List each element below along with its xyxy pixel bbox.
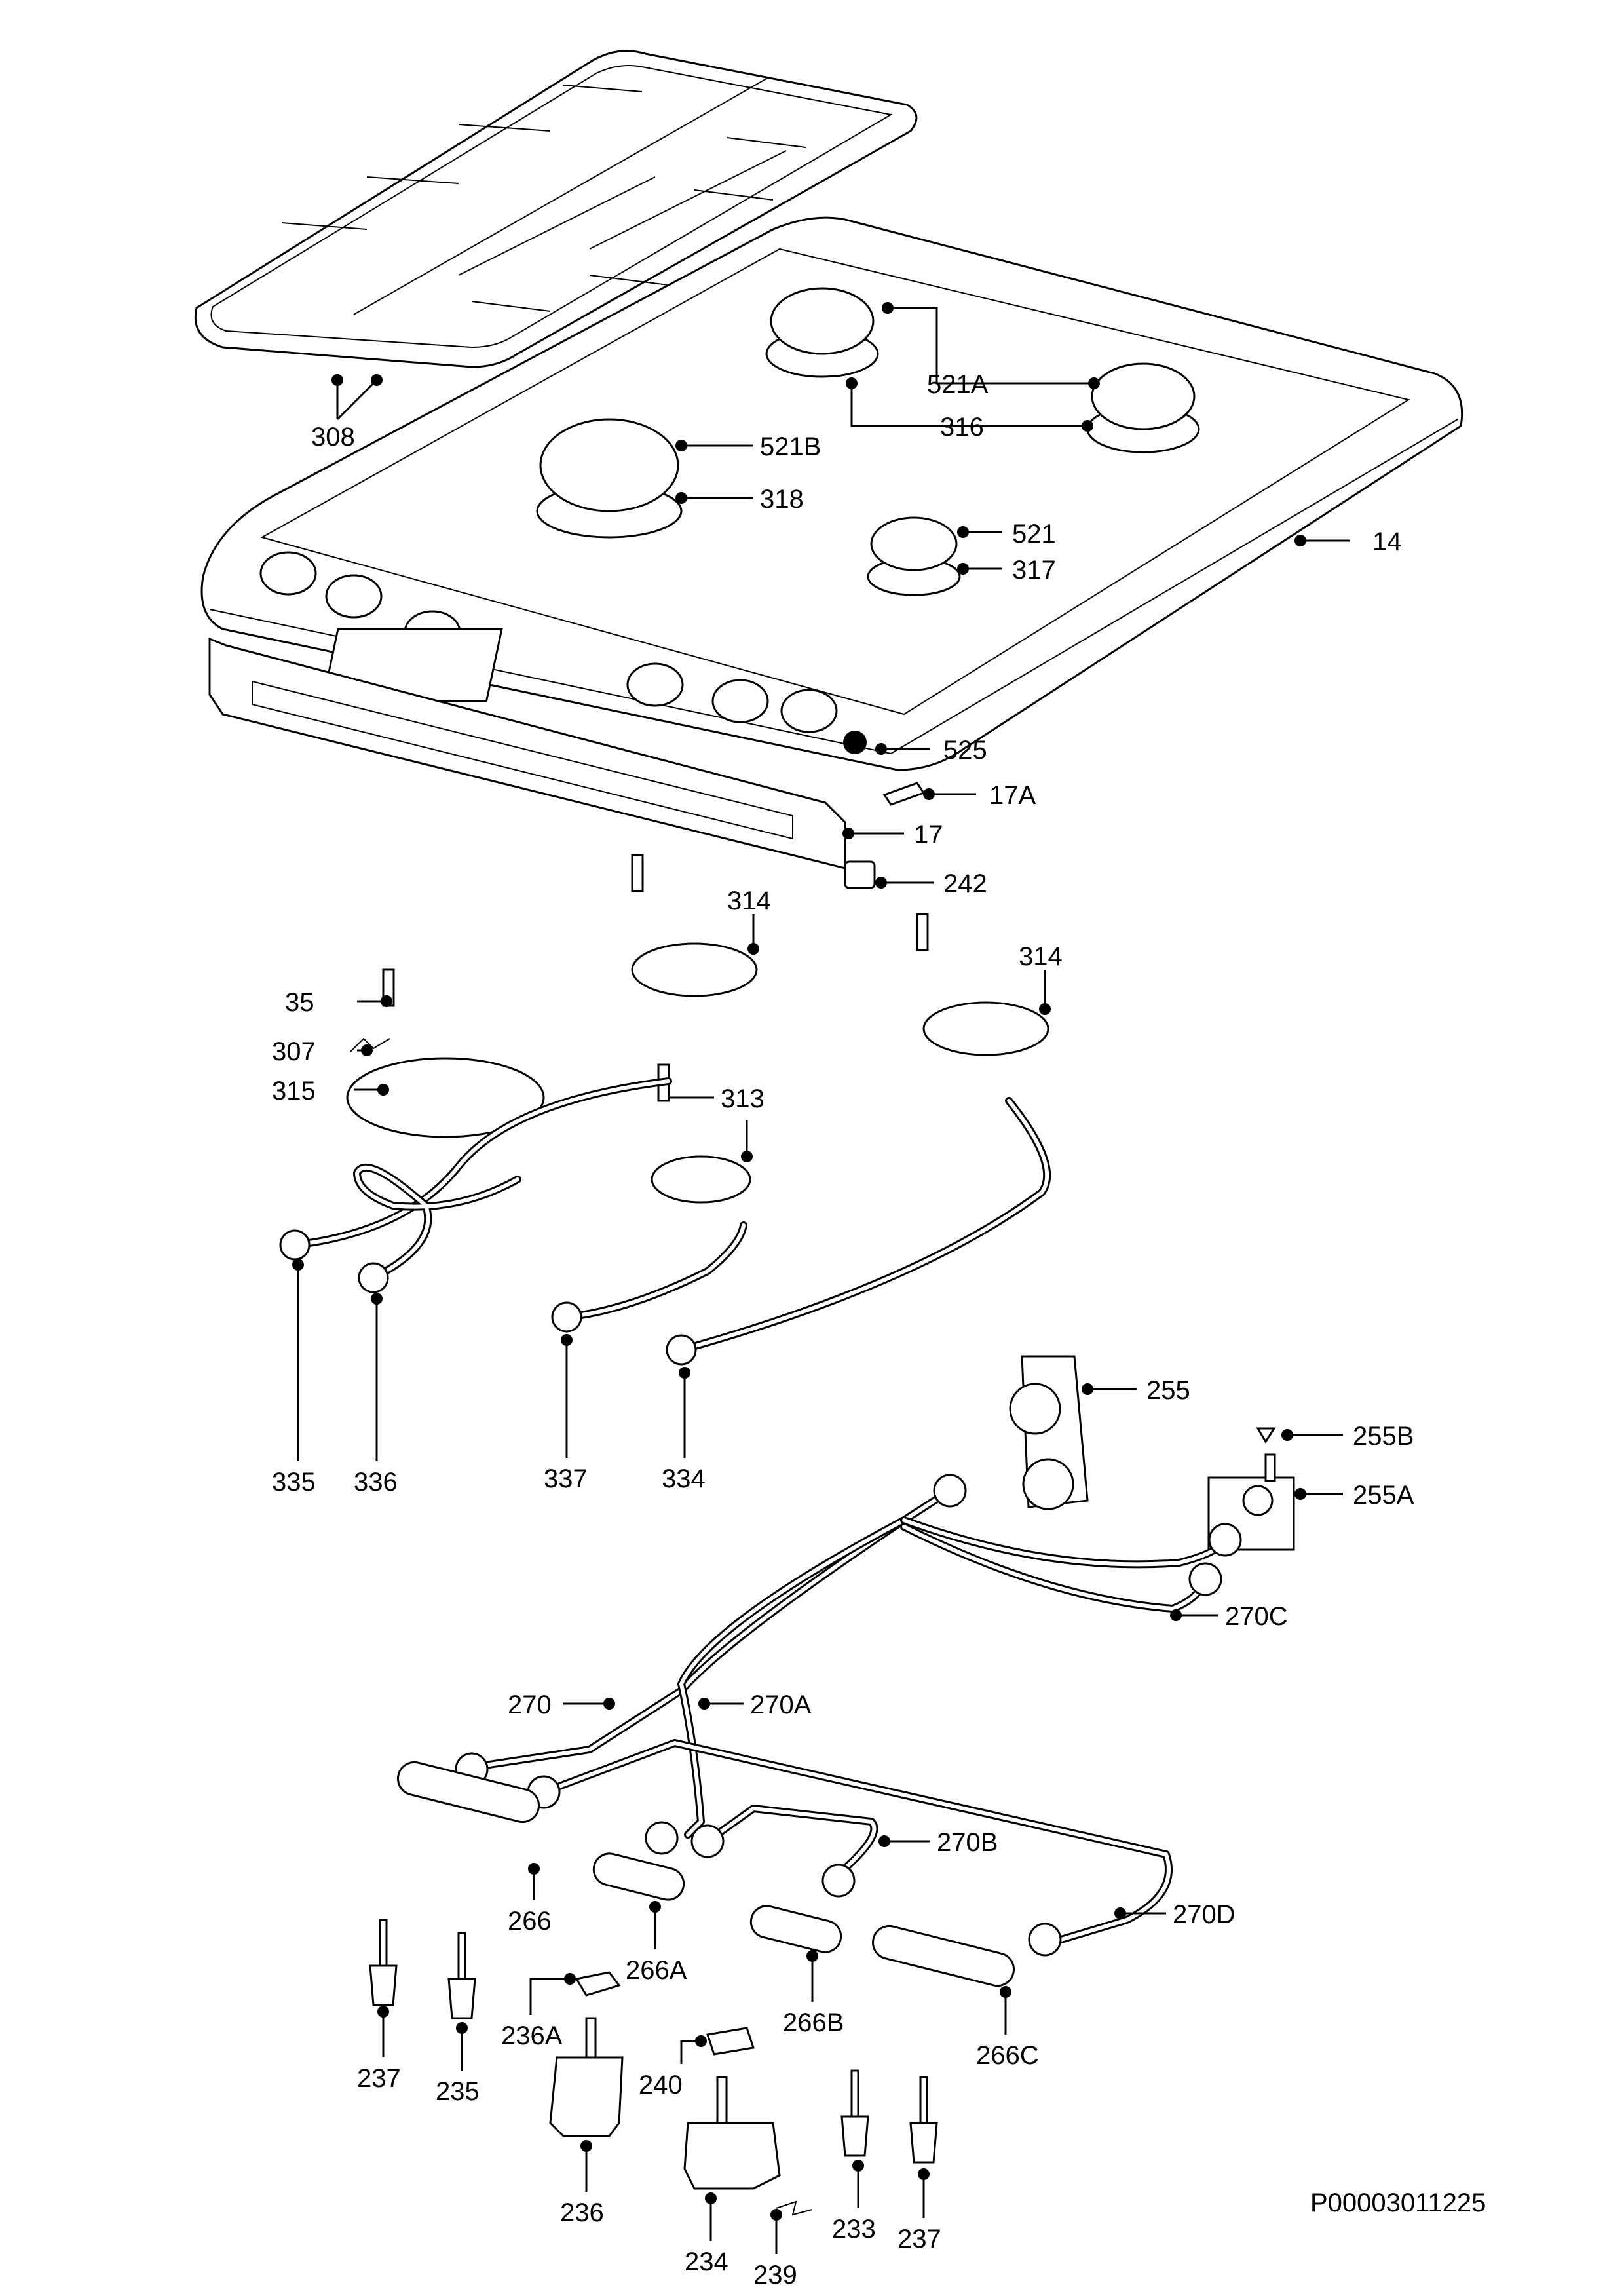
label-270c: 270C — [1225, 1602, 1288, 1631]
label-521b: 521B — [760, 432, 821, 461]
safety-valve — [1207, 1453, 1295, 1551]
gas-taps — [369, 1919, 938, 2164]
clip-242 — [844, 860, 876, 889]
label-266c: 266C — [976, 2041, 1039, 2070]
label-307: 307 — [272, 1037, 316, 1066]
document-code: P00003011225 — [1310, 2189, 1486, 2217]
label-317: 317 — [1012, 556, 1056, 584]
thermocouple-tap-236 — [549, 2017, 624, 2137]
burner-body-314-left — [631, 942, 758, 997]
label-266: 266 — [508, 1907, 552, 1936]
clip-17a — [882, 782, 926, 806]
label-315: 315 — [272, 1077, 316, 1105]
label-318: 318 — [760, 485, 804, 514]
label-266a: 266A — [626, 1956, 687, 1985]
label-255b: 255B — [1353, 1422, 1414, 1451]
spring-239 — [776, 2200, 813, 2216]
oven-tap-234 — [683, 2076, 781, 2190]
label-336: 336 — [354, 1468, 398, 1497]
label-233: 233 — [832, 2215, 876, 2244]
label-242: 242 — [943, 870, 987, 898]
label-235: 235 — [436, 2077, 480, 2106]
manifold-pipes — [455, 1487, 1229, 1943]
label-236: 236 — [560, 2198, 604, 2227]
label-234: 234 — [685, 2248, 728, 2276]
part-labels: 308 521A 316 521B 318 521 317 14 525 17A… — [272, 370, 1486, 2289]
label-314-left: 314 — [727, 887, 771, 915]
ignition-electrodes — [350, 854, 929, 1102]
label-237-left: 237 — [357, 2064, 401, 2093]
label-270d: 270D — [1173, 1900, 1236, 1929]
label-236a: 236A — [501, 2021, 563, 2050]
label-334: 334 — [662, 1464, 706, 1493]
label-270b: 270B — [937, 1828, 998, 1857]
fixing-240 — [706, 2027, 755, 2056]
burner-cap-rear-left — [765, 287, 879, 378]
burner-supply-pipes — [291, 1077, 1051, 1354]
label-335: 335 — [272, 1468, 316, 1497]
label-255a: 255A — [1353, 1481, 1414, 1510]
label-316: 316 — [940, 413, 984, 442]
burner-cap-rear-right — [1086, 362, 1200, 453]
test-nipple-255b — [1256, 1427, 1276, 1444]
hob-seal-plug — [843, 731, 867, 754]
label-270: 270 — [508, 1691, 552, 1719]
label-521: 521 — [1012, 520, 1056, 548]
gas-inlet-elbow — [1009, 1355, 1089, 1510]
label-35: 35 — [285, 988, 314, 1017]
label-313: 313 — [721, 1084, 765, 1113]
label-14: 14 — [1372, 527, 1402, 556]
label-525: 525 — [943, 736, 987, 765]
label-270a: 270A — [750, 1691, 812, 1719]
label-237-right: 237 — [897, 2225, 941, 2253]
burner-body-313 — [651, 1155, 751, 1204]
fixing-236a — [575, 1971, 621, 1997]
label-17a: 17A — [989, 781, 1036, 810]
burner-cap-large — [536, 418, 683, 539]
label-337: 337 — [544, 1464, 588, 1493]
label-314-right: 314 — [1019, 942, 1063, 971]
label-521a: 521A — [927, 370, 989, 399]
leader-lines — [292, 302, 1350, 2254]
label-308: 308 — [311, 423, 355, 451]
label-17: 17 — [914, 820, 943, 849]
label-255: 255 — [1146, 1376, 1190, 1405]
label-240: 240 — [639, 2071, 683, 2099]
pan-support-grid — [194, 50, 918, 368]
burner-body-314-right — [922, 1001, 1049, 1056]
label-239: 239 — [753, 2261, 797, 2289]
pipe-nuts — [279, 1229, 697, 1366]
injector-sleeves — [397, 1761, 1015, 1987]
label-266b: 266B — [783, 2008, 844, 2037]
burner-body-315 — [346, 1057, 545, 1138]
burner-cap-small — [867, 516, 961, 596]
